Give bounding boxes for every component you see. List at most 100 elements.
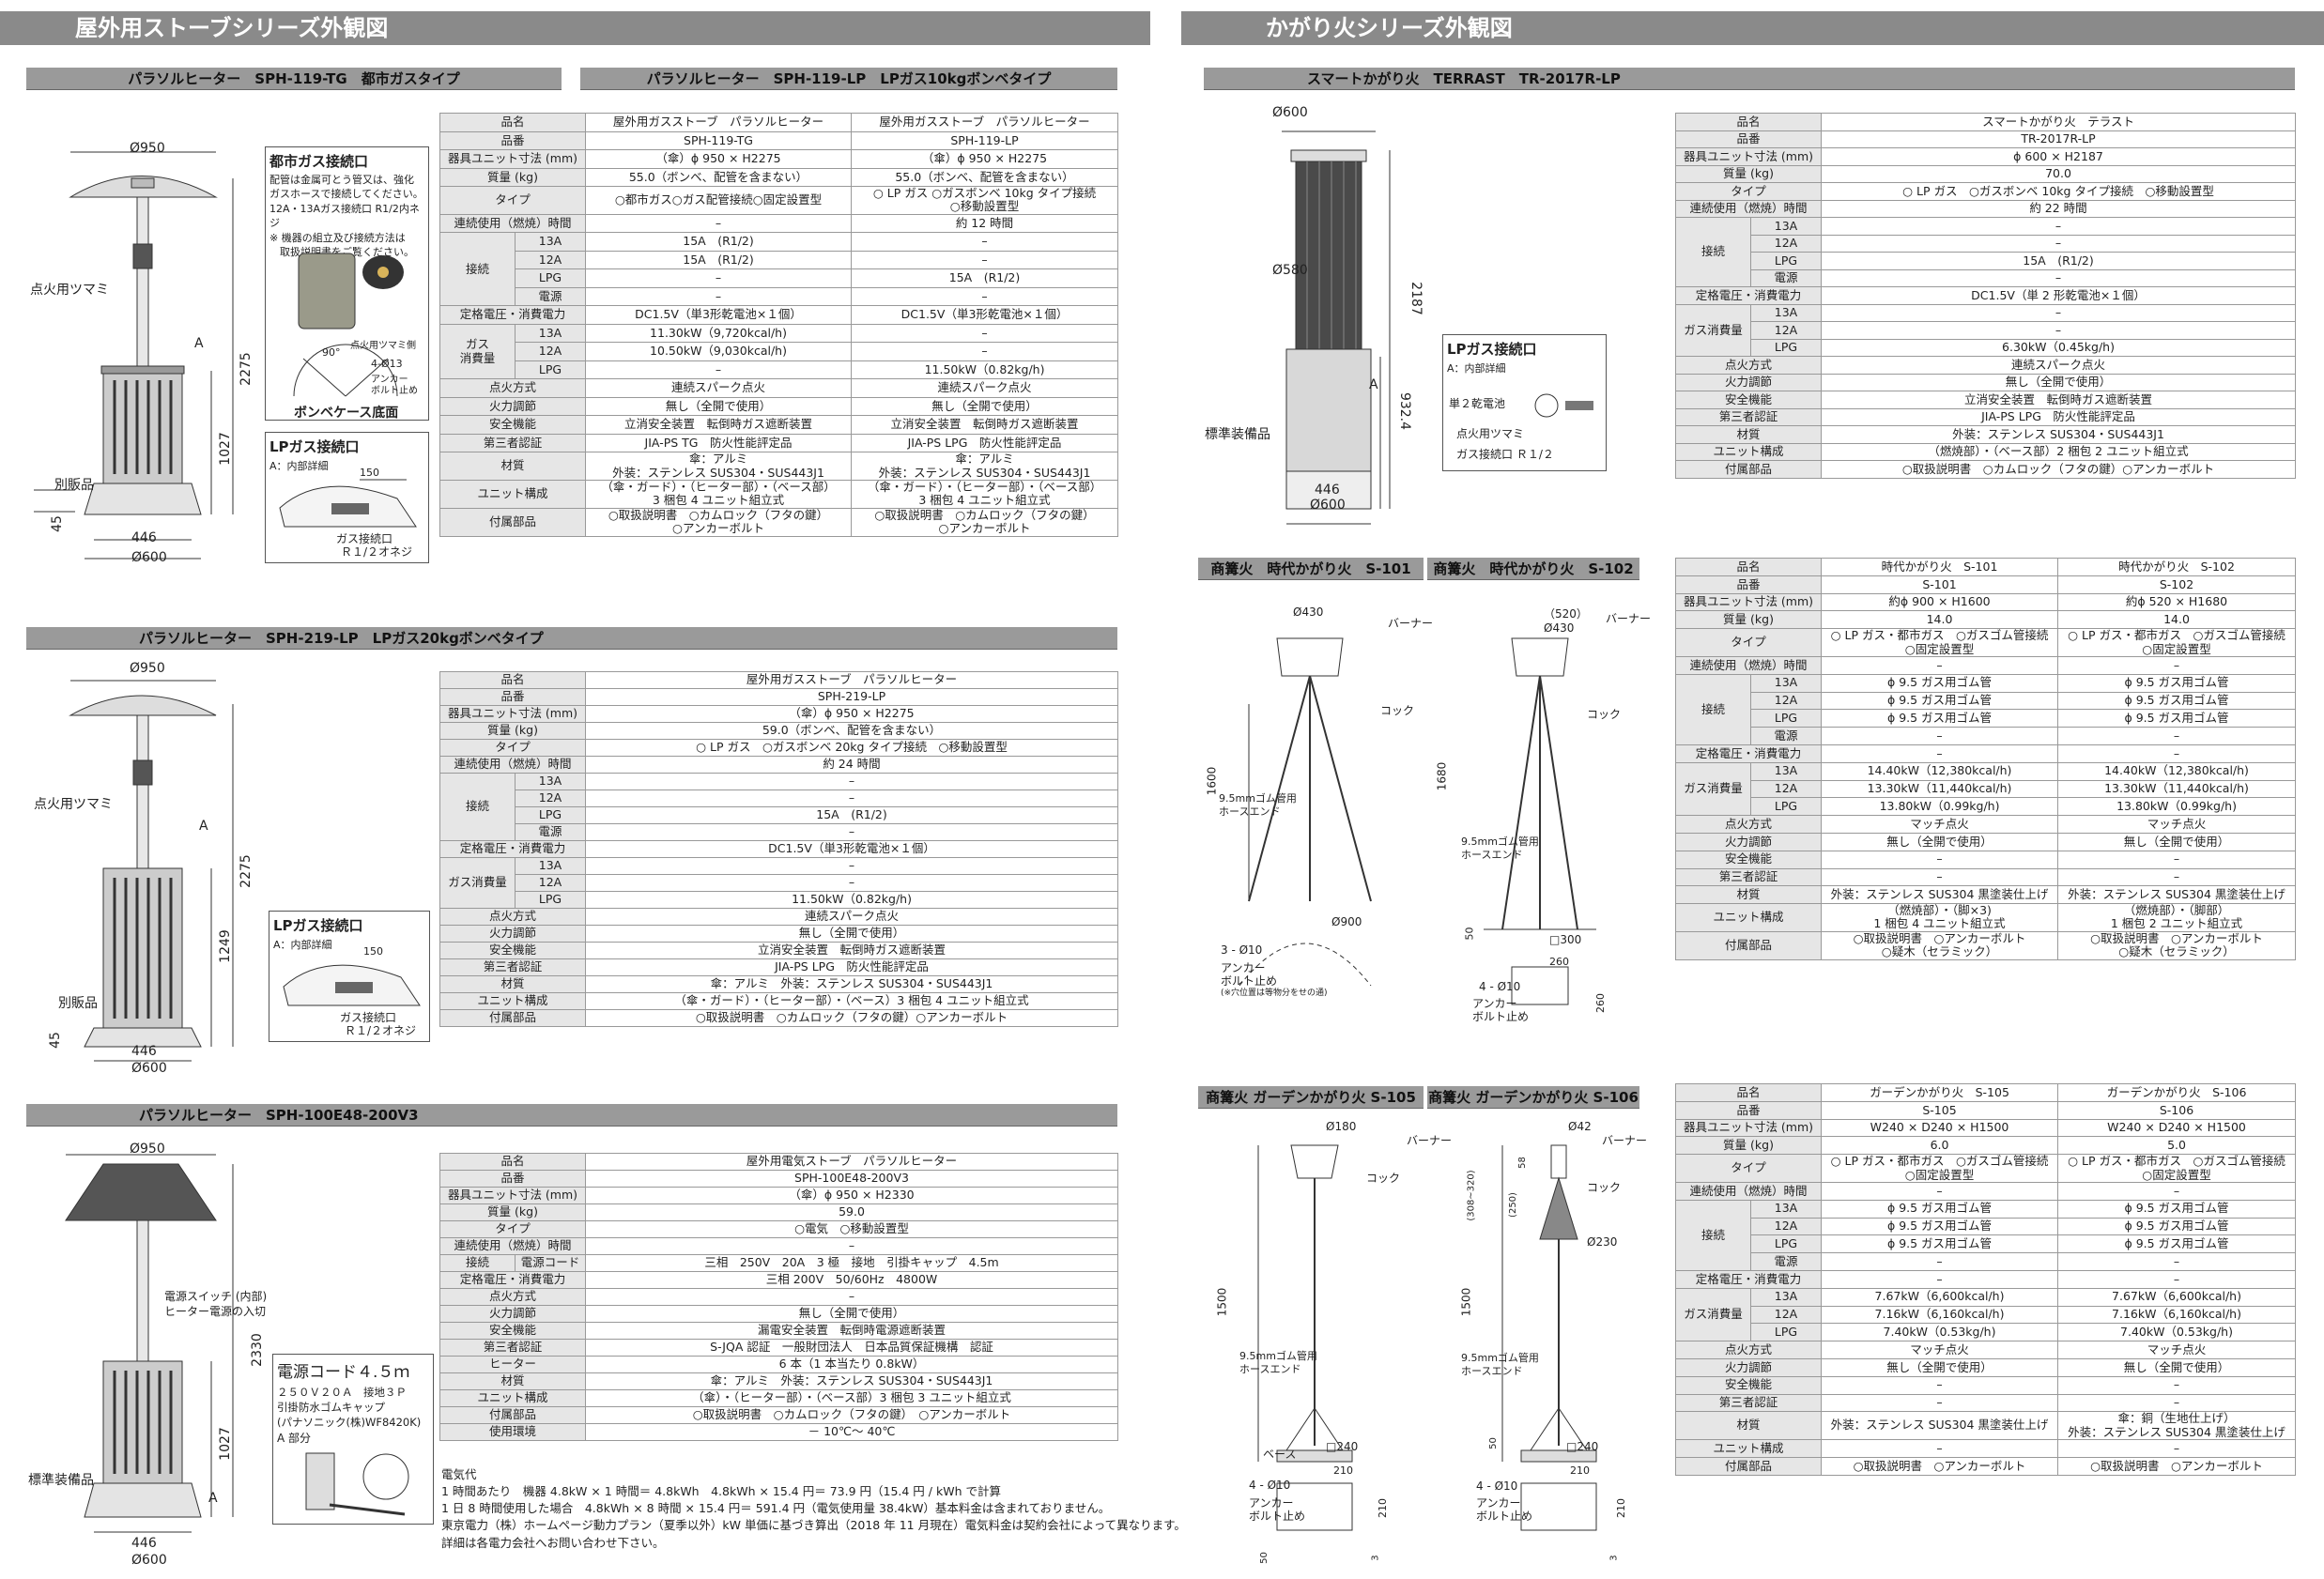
- sub-label: LPG: [1749, 252, 1823, 270]
- row-value: （傘）ϕ 950 × H2275: [585, 705, 1119, 723]
- row-value: ○都市ガス○ガス配管接続○固定設置型: [585, 186, 853, 215]
- row-value: 立消安全装置 転倒時ガス遮断装置: [851, 415, 1119, 435]
- table-row: 器具ユニット寸法 (mm)（傘）ϕ 950 × H2275（傘）ϕ 950 × …: [439, 149, 1119, 169]
- city-gas-connection-box: 都市ガス接続口 配管は金属可とう管又は、強化 ガスホースで接続してください。 1…: [265, 146, 429, 421]
- row-value: 時代かがり火 S-101: [1821, 558, 2059, 576]
- table-row: 火力調節無し（全開で使用）: [439, 925, 1119, 943]
- row-label: タイプ: [1674, 182, 1823, 201]
- row-value: ○取扱説明書 ○カムロック（フタの鍵）○アンカーボルト: [1821, 460, 2297, 479]
- sph119tg-title: パラソルヒーター SPH-119-TG 都市ガスタイプ: [26, 68, 562, 90]
- sub-label: 12A: [514, 790, 587, 807]
- row-value: –: [2057, 1393, 2297, 1413]
- row-value: S-JQA 認証 一般財団法人 日本品質保証機構 認証: [585, 1339, 1119, 1357]
- row-value: –: [2057, 1269, 2297, 1289]
- a-label: A: [199, 819, 208, 834]
- switch-label-2: ヒーター電源の入切: [164, 1305, 267, 1318]
- h1600-label: 1600: [1205, 766, 1219, 796]
- cock-label: コック: [1366, 1172, 1401, 1185]
- row-label: 質量 (kg): [1674, 1136, 1823, 1156]
- group-label: ガス消費量: [439, 857, 516, 909]
- sph219-drawing: [69, 680, 234, 1062]
- h1249-label: 1249: [217, 929, 233, 963]
- row-label: ユニット構成: [1674, 903, 1823, 932]
- row-label: 品番: [439, 1170, 587, 1188]
- row-label: 連続使用（燃焼）時間: [439, 213, 587, 234]
- table-row: 材質傘：アルミ 外装：ステンレス SUS304・SUS443J1: [439, 1372, 1119, 1390]
- std-label: 標準装備品: [1205, 427, 1270, 442]
- gas-label: ガス接続口 Ｒ１/２: [1456, 448, 1554, 461]
- table-row: 連続使用（燃焼）時間–約 12 時間: [439, 213, 1119, 234]
- row-value: ϕ 9.5 ガス用ゴム管: [2057, 691, 2297, 711]
- lp-150-label: 150: [360, 467, 379, 479]
- row-value: ○ LP ガス・都市ガス ○ガスゴム管接続 ○固定設置型: [1821, 628, 2059, 657]
- row-label: 安全機能: [439, 415, 587, 435]
- row-value: 立消安全装置 転倒時ガス遮断装置: [585, 942, 1119, 959]
- table-row: タイプ○ LP ガス ○ガスボンベ 10kg タイプ接続 ○移動設置型: [1674, 182, 2297, 201]
- table-row: 点火方式–: [439, 1288, 1119, 1306]
- d600b-label: Ø600: [1310, 498, 1346, 513]
- table-row: 連続使用（燃焼）時間––: [1674, 1181, 2297, 1201]
- sq240-label: □240: [1326, 1440, 1359, 1453]
- row-label: 第三者認証: [439, 958, 587, 976]
- table-row: 火力調節無し（全開で使用）無し（全開で使用）: [439, 396, 1119, 417]
- sub-label: 12A: [514, 250, 587, 270]
- sub-label: 12A: [1749, 1305, 1823, 1325]
- hose-label-2: ホースエンド: [1239, 1363, 1301, 1375]
- table-row: 連続使用（燃焼）時間約 22 時間: [1674, 199, 2297, 218]
- lp-thread-label: Ｒ１/２オネジ: [341, 545, 413, 559]
- a-label: A: [208, 1491, 218, 1506]
- row-value: –: [585, 790, 1119, 807]
- sub-label: LPG: [1749, 797, 1823, 817]
- row-label: 器具ユニット寸法 (mm): [439, 1187, 587, 1204]
- row-value: –: [1821, 217, 2297, 236]
- h1680-label: 1680: [1435, 761, 1449, 791]
- row-label: 点火方式: [1674, 815, 1823, 834]
- row-value: 11.30kW（9,720kcal/h): [585, 323, 853, 344]
- h1500-label: 1500: [1459, 1287, 1473, 1317]
- row-label: 定格電圧・消費電力: [439, 1271, 587, 1289]
- s101-title: 商篝火 時代かがり火 S-101: [1198, 558, 1424, 580]
- row-value: 13.30kW（11,440kcal/h): [1821, 779, 2059, 799]
- row-label: 器具ユニット寸法 (mm): [439, 149, 587, 169]
- table-row: 定格電圧・消費電力––: [1674, 744, 2297, 763]
- row-value: –: [851, 286, 1119, 307]
- row-value: 6.30kW（0.45kg/h): [1821, 338, 2297, 357]
- tsumami-side-label: 点火用ツマミ側: [350, 341, 416, 351]
- lp-title: LPガス接続口: [269, 438, 360, 455]
- row-value: 立消安全装置 転倒時ガス遮断装置: [1821, 391, 2297, 409]
- row-label: 質量 (kg): [439, 722, 587, 740]
- row-value: –: [2057, 1439, 2297, 1458]
- sub-label: 13A: [514, 773, 587, 790]
- row-value: –: [1821, 727, 2059, 745]
- row-value: –: [1821, 1393, 2059, 1413]
- row-value: ガーデンかがり火 S-105: [1821, 1083, 2059, 1102]
- d950-label: Ø950: [130, 141, 165, 156]
- row-label: 付属部品: [1674, 1456, 1823, 1476]
- spec-table-sph119: 品名屋外用ガスストーブ パラソルヒーター屋外用ガスストーブ パラソルヒーター品番…: [439, 113, 1119, 537]
- w446-label: 446: [131, 530, 157, 545]
- table-row: 12A–: [1676, 321, 2297, 340]
- row-value: 外装：ステンレス SUS304 黒塗装仕上げ: [1821, 885, 2059, 905]
- row-value: 約ϕ 900 × H1600: [1821, 592, 2059, 612]
- anchor-label-2: アンカー: [1476, 1496, 1521, 1510]
- sub-label: 電源コード: [514, 1254, 587, 1272]
- anchor-label-3: ボルト止め: [1472, 1010, 1530, 1023]
- row-label: 付属部品: [439, 1009, 587, 1027]
- row-value: 6.0: [1821, 1136, 2059, 1156]
- h2275-label: 2275: [238, 352, 254, 386]
- row-value: JIA-PS TG 防火性能評定品: [585, 433, 853, 453]
- row-value: 15A (R1/2): [585, 806, 1119, 824]
- terrast-drawing: [1282, 130, 1391, 525]
- lp-gas-connection-box: LPガス接続口 A：内部詳細 150 ガス接続口 Ｒ１/２オネジ: [265, 432, 429, 563]
- row-value: 三相 250V 20A 3 極 接地 引掛キャップ 4.5m: [585, 1254, 1119, 1272]
